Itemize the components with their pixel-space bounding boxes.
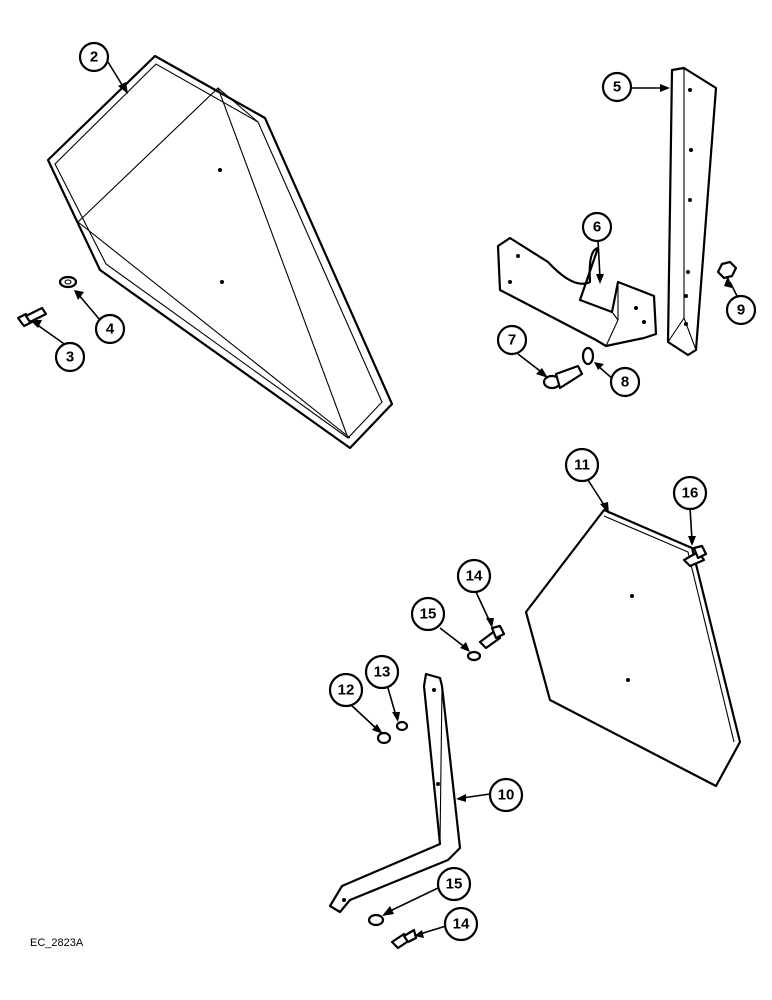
- callout-13: 13: [364, 654, 400, 690]
- svg-text:14: 14: [466, 568, 483, 585]
- washer-part-15-lower: [367, 913, 385, 927]
- svg-text:15: 15: [446, 876, 463, 893]
- svg-text:11: 11: [574, 457, 590, 474]
- callout-14-upper: 14: [456, 558, 492, 594]
- washer-part-15-upper: [466, 650, 482, 662]
- washer-part-4: [58, 275, 78, 289]
- svg-text:8: 8: [621, 374, 629, 391]
- callout-14-lower: 14: [443, 906, 479, 942]
- bolt-part-14-upper: [478, 624, 506, 650]
- callout-3: 3: [54, 341, 86, 373]
- callout-8: 8: [609, 366, 641, 398]
- callout-2: 2: [78, 41, 110, 73]
- leader-lines: [30, 61, 739, 938]
- callout-7: 7: [496, 324, 528, 356]
- svg-text:6: 6: [593, 219, 601, 236]
- bolt-part-16: [682, 544, 708, 568]
- nut-part-12: [376, 731, 392, 745]
- washer-part-13: [395, 720, 409, 732]
- svg-text:13: 13: [374, 664, 391, 681]
- svg-text:14: 14: [453, 916, 470, 933]
- bolt-part-3: [16, 306, 48, 328]
- flat-plate: [524, 508, 742, 788]
- callout-9: 9: [725, 294, 757, 326]
- vertical-strap: [666, 66, 718, 357]
- nut-part-9: [716, 260, 738, 280]
- svg-text:7: 7: [508, 332, 516, 349]
- bent-strap: [328, 672, 462, 914]
- svg-text:12: 12: [338, 682, 355, 699]
- svg-text:3: 3: [66, 349, 74, 366]
- callout-4: 4: [94, 313, 126, 345]
- callout-16: 16: [672, 475, 708, 511]
- washer-part-8: [581, 346, 595, 366]
- callout-11: 11: [564, 447, 600, 483]
- callout-6: 6: [581, 211, 613, 243]
- callout-15-upper: 15: [410, 596, 446, 632]
- deflector-shield: [46, 54, 394, 450]
- callout-15-lower: 15: [436, 866, 472, 902]
- svg-text:2: 2: [90, 49, 98, 66]
- drawing-reference: EC_2823A: [30, 937, 84, 949]
- svg-text:15: 15: [420, 606, 437, 623]
- callout-10: 10: [488, 777, 524, 813]
- cap-screw-part-7: [542, 364, 584, 390]
- angled-bracket: [496, 236, 658, 348]
- svg-text:4: 4: [106, 321, 115, 338]
- svg-text:9: 9: [737, 302, 745, 319]
- callout-5: 5: [601, 71, 633, 103]
- callout-12: 12: [328, 672, 364, 708]
- svg-text:5: 5: [613, 79, 621, 96]
- bolt-part-14-lower: [390, 928, 418, 950]
- svg-text:16: 16: [682, 485, 699, 502]
- svg-text:10: 10: [498, 787, 515, 804]
